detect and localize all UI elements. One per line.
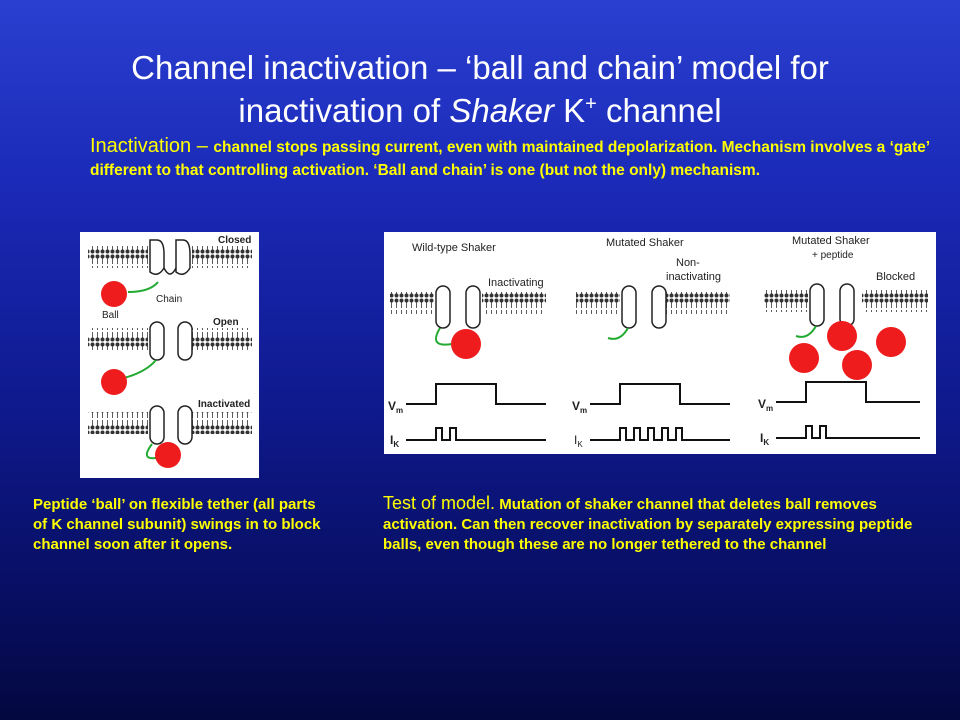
left-figure-panel: Closed Chain Ball Open Inactivated	[80, 232, 259, 478]
svg-text:IK: IK	[390, 433, 399, 449]
title-line-2-mid: K	[553, 92, 586, 129]
label-mutated: Mutated Shaker	[606, 237, 684, 249]
membrane-inactivated: Inactivated	[88, 399, 252, 468]
label-non-line1: Non-	[676, 257, 700, 269]
right-figure-panel: Wild-type Shaker Inactivating Mutated Sh…	[384, 232, 936, 454]
ik-sub-c: K	[763, 438, 769, 447]
caption-right-text: Mutation of shaker channel that deletes …	[383, 496, 913, 553]
label-blocked: Blocked	[876, 271, 915, 283]
vm-sub-a: m	[396, 406, 403, 415]
label-closed: Closed	[218, 235, 251, 246]
title-line-2-post: channel	[596, 92, 722, 129]
label-inactivated: Inactivated	[198, 399, 250, 410]
label-wild-type: Wild-type Shaker	[412, 242, 496, 254]
caption-right: Test of model. Mutation of shaker channe…	[383, 493, 943, 555]
caption-left: Peptide ‘ball’ on flexible tether (all p…	[33, 496, 321, 553]
trace-labels: Vm IK Vm IK Vm IK	[388, 397, 773, 449]
label-inactivating: Inactivating	[488, 277, 544, 289]
slide-title: Channel inactivation – ‘ball and chain’ …	[60, 46, 900, 132]
voltage-current-traces	[406, 381, 920, 441]
ik-sub-b: K	[577, 440, 583, 449]
title-line-2-pre: inactivation of	[238, 92, 450, 129]
vm-label-c: V	[758, 397, 766, 411]
ik-sub-a: K	[393, 440, 399, 449]
ik-label-b: I	[574, 433, 577, 447]
intro-lead: Inactivation –	[90, 135, 214, 157]
ball-chain-diagram: Closed Chain Ball Open Inactivated	[88, 235, 252, 468]
ik-label-c: I	[760, 431, 763, 445]
membrane-open: Open	[88, 317, 252, 395]
vm-label-a: V	[388, 399, 396, 413]
caption-right-lead: Test of model.	[383, 493, 496, 513]
label-mutated-2: Mutated Shaker	[792, 235, 870, 247]
label-chain: Chain	[156, 294, 182, 305]
title-line-1: Channel inactivation – ‘ball and chain’ …	[131, 49, 829, 86]
svg-text:IK: IK	[760, 431, 769, 447]
ik-label-a: I	[390, 433, 393, 447]
title-shaker-italic: Shaker	[449, 92, 554, 129]
vm-sub-c: m	[766, 404, 773, 413]
svg-text:IK: IK	[574, 433, 583, 449]
vm-label-b: V	[572, 399, 580, 413]
intro-text: channel stops passing current, even with…	[90, 139, 930, 179]
svg-text:Vm: Vm	[758, 397, 773, 413]
mutated-channel: Mutated Shaker Non- inactivating	[576, 237, 730, 340]
mutated-peptide-channel: Mutated Shaker + peptide Blocked	[764, 235, 928, 380]
label-ball: Ball	[102, 310, 119, 321]
shaker-mutation-diagram: Wild-type Shaker Inactivating Mutated Sh…	[388, 235, 928, 449]
vm-sub-b: m	[580, 406, 587, 415]
svg-text:Vm: Vm	[388, 399, 403, 415]
svg-text:Vm: Vm	[572, 399, 587, 415]
label-peptide: + peptide	[812, 250, 854, 261]
membrane-closed: Closed Chain Ball	[88, 235, 252, 321]
label-open: Open	[213, 317, 239, 328]
label-non-line2: inactivating	[666, 271, 721, 283]
title-superscript: +	[585, 93, 597, 115]
wild-type-channel: Wild-type Shaker Inactivating	[390, 242, 546, 359]
intro-paragraph: Inactivation – channel stops passing cur…	[90, 135, 930, 182]
